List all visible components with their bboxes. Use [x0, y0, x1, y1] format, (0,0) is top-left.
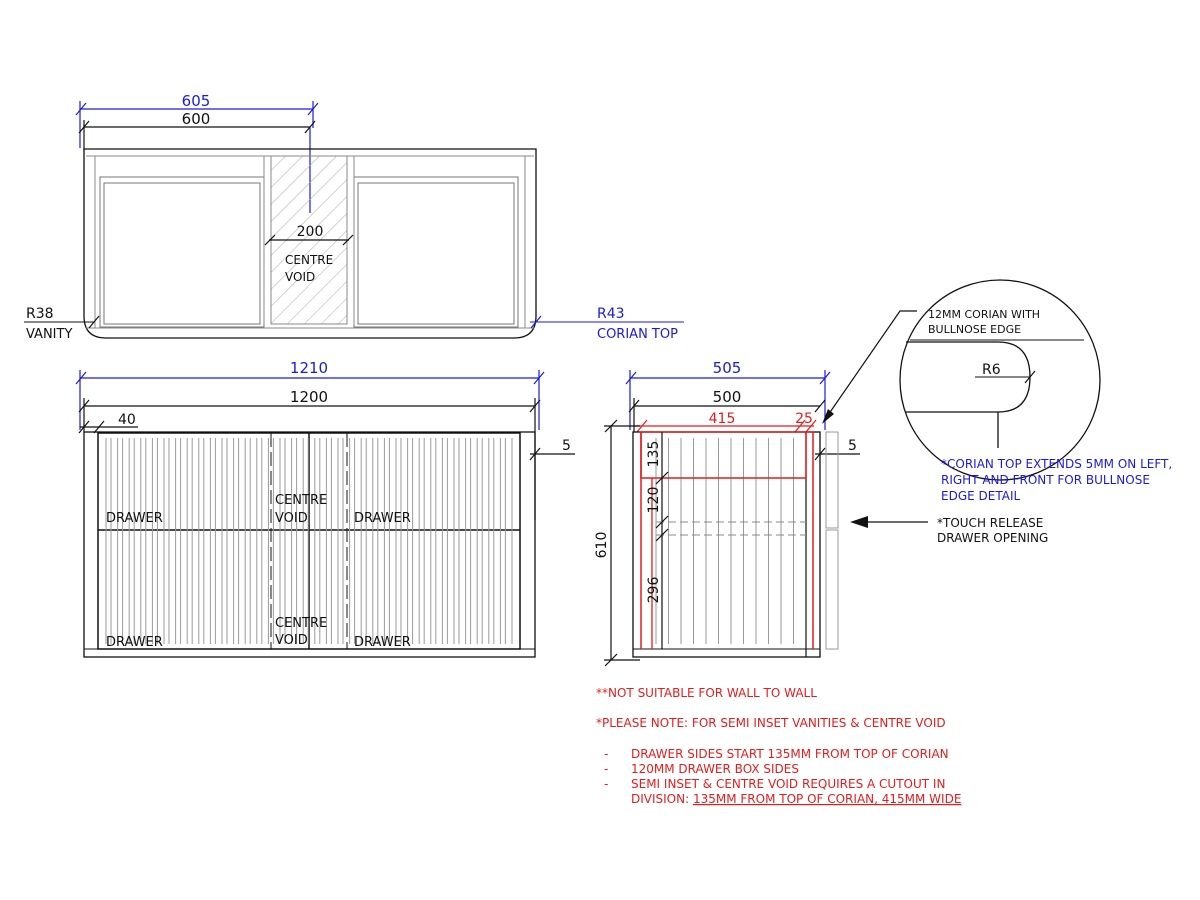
detail-note-line2: RIGHT AND FRONT FOR BULLNOSE	[941, 473, 1150, 487]
front-void-label-top-1: CENTRE	[275, 493, 327, 508]
note-bullet-2: -	[604, 762, 608, 776]
side-dim-296-text: 296	[646, 577, 662, 604]
plan-corian-radius: R43	[597, 306, 625, 322]
detail-circle	[899, 279, 1101, 481]
side-dim-500-text: 500	[713, 388, 742, 406]
note-item-3-prefix: DIVISION:	[631, 792, 693, 806]
side-dim-25-text: 25	[795, 411, 813, 427]
touch-release-arrow	[850, 516, 868, 528]
notes-block: **NOT SUITABLE FOR WALL TO WALL *PLEASE …	[596, 686, 961, 806]
note-item-3-line1: SEMI INSET & CENTRE VOID REQUIRES A CUTO…	[631, 777, 945, 791]
detail-note-line3: EDGE DETAIL	[941, 489, 1020, 503]
plan-void-label-2: VOID	[285, 270, 315, 284]
plan-dim-200-line	[264, 234, 354, 246]
side-view: 505 500 415 25 5	[594, 359, 860, 667]
plan-left-basin-outer	[99, 176, 265, 328]
detail-title-line2: BULLNOSE EDGE	[928, 323, 1021, 336]
bullnose-detail: 12MM CORIAN WITH BULLNOSE EDGE R6 *CORIA…	[822, 279, 1172, 503]
front-drawer-label-bl: DRAWER	[106, 635, 163, 650]
front-drawer-label-tl: DRAWER	[106, 511, 163, 526]
front-dim-40-text: 40	[118, 412, 136, 428]
side-dim-610-line	[604, 419, 640, 667]
side-dim-vertical-lines	[655, 432, 669, 649]
touch-release-line2: DRAWER OPENING	[937, 531, 1048, 545]
note-semi-inset: *PLEASE NOTE: FOR SEMI INSET VANITIES & …	[596, 716, 946, 730]
plan-dim-200-text: 200	[297, 224, 324, 240]
side-drawer-front-2	[825, 529, 839, 650]
side-dim-610-text: 610	[594, 532, 610, 559]
detail-title-line1: 12MM CORIAN WITH	[928, 308, 1040, 321]
plan-corian-outline	[83, 148, 537, 339]
note-bullet-1: -	[604, 747, 608, 761]
touch-release-line1: *TOUCH RELEASE	[937, 516, 1043, 530]
side-red-cutout	[640, 431, 814, 649]
plan-left-basin-inner	[103, 182, 261, 325]
detail-leader	[825, 310, 917, 419]
plan-right-basin-inner	[357, 182, 515, 325]
front-drawer-label-tr: DRAWER	[354, 511, 411, 526]
plan-dim-600-text: 600	[182, 110, 211, 128]
detail-note-line1: *CORIAN TOP EXTENDS 5MM ON LEFT,	[941, 457, 1172, 471]
side-drawer-front-1	[825, 431, 839, 529]
side-dim-505-text: 505	[713, 359, 742, 377]
side-dim-415-text: 415	[709, 411, 736, 427]
detail-radius-text: R6	[982, 362, 1001, 378]
side-dim-5-text: 5	[848, 438, 857, 454]
side-drawer-side-top	[640, 432, 807, 479]
note-item-3-line2: DIVISION: 135MM FROM TOP OF CORIAN, 415M…	[631, 792, 961, 806]
front-battens	[105, 438, 513, 644]
side-dim-415-line	[634, 419, 817, 433]
note-wall: **NOT SUITABLE FOR WALL TO WALL	[596, 686, 817, 700]
note-item-2: 120MM DRAWER BOX SIDES	[631, 762, 799, 776]
plan-vanity-label: VANITY	[26, 327, 72, 342]
front-dim-5-text: 5	[562, 438, 571, 454]
plan-void-label-1: CENTRE	[285, 253, 333, 267]
front-void-label-top-2: VOID	[275, 511, 308, 526]
plan-vanity-radius: R38	[26, 306, 54, 322]
front-dim-1210-line	[75, 370, 545, 430]
plan-view: 605 600 200 CENTRE VOID	[24, 92, 684, 342]
note-item-1: DRAWER SIDES START 135MM FROM TOP OF COR…	[631, 747, 949, 761]
note-bullet-3: -	[604, 777, 608, 791]
plan-dim-605-line	[75, 101, 319, 148]
front-dim-1200-text: 1200	[290, 388, 328, 406]
side-battens	[655, 438, 794, 644]
front-drawer-label-br: DRAWER	[354, 635, 411, 650]
plan-dim-605-text: 605	[182, 92, 211, 110]
front-void-label-bot-1: CENTRE	[275, 616, 327, 631]
touch-release-callout: *TOUCH RELEASE DRAWER OPENING	[850, 516, 1048, 545]
front-dim-1210-text: 1210	[290, 359, 328, 377]
plan-right-basin-outer	[353, 176, 519, 328]
front-view: 1210 1200 40 5 DRAWER	[75, 359, 575, 658]
side-dim-135-text: 135	[646, 441, 662, 468]
note-item-3-underlined: 135MM FROM TOP OF CORIAN, 415MM WIDE	[693, 792, 961, 806]
front-void-label-bot-2: VOID	[275, 633, 308, 648]
plan-corian-label: CORIAN TOP	[597, 327, 678, 342]
detail-leader-arrow	[822, 409, 834, 424]
side-dim-120-text: 120	[646, 487, 662, 514]
front-dim-40-line	[78, 420, 138, 434]
front-cabinet-outline	[83, 431, 536, 658]
